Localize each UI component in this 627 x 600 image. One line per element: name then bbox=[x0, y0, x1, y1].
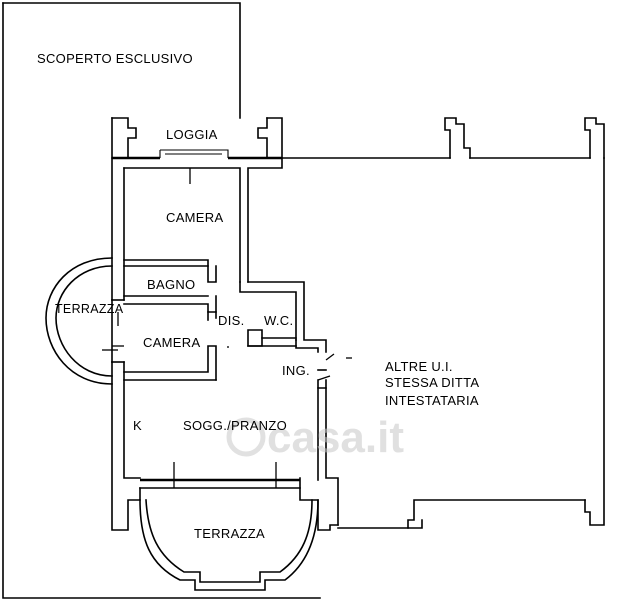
label-scoperto: SCOPERTO ESCLUSIVO bbox=[37, 51, 193, 66]
doors bbox=[102, 168, 352, 488]
label-camera-top: CAMERA bbox=[166, 210, 223, 225]
label-altre-line1: ALTRE U.I. bbox=[385, 359, 453, 374]
interior-partitions bbox=[123, 259, 297, 381]
watermark-text: casa.it bbox=[267, 413, 404, 462]
label-bagno: BAGNO bbox=[147, 277, 195, 292]
garden-boundary bbox=[2, 2, 321, 599]
label-altre-line2: STESSA DITTA bbox=[385, 375, 479, 390]
label-terrazza-bottom: TERRAZZA bbox=[194, 526, 265, 541]
label-dis: DIS. bbox=[218, 313, 244, 328]
label-wc: W.C. bbox=[264, 313, 293, 328]
apartment-walls bbox=[111, 157, 339, 531]
left-terrace bbox=[45, 257, 125, 385]
label-terrazza-left: TERRAZZA bbox=[55, 302, 124, 316]
adjacent-units-outline bbox=[281, 117, 605, 529]
label-soggiorno: SOGG./PRANZO bbox=[183, 418, 287, 433]
bottom-terrace bbox=[139, 499, 319, 591]
label-camera-mid: CAMERA bbox=[143, 335, 200, 350]
label-loggia: LOGGIA bbox=[166, 127, 218, 142]
label-k: K bbox=[133, 418, 142, 433]
label-altre-line3: INTESTATARIA bbox=[385, 393, 479, 408]
watermark: casa.it bbox=[226, 413, 404, 462]
label-ing: ING. bbox=[282, 363, 310, 378]
